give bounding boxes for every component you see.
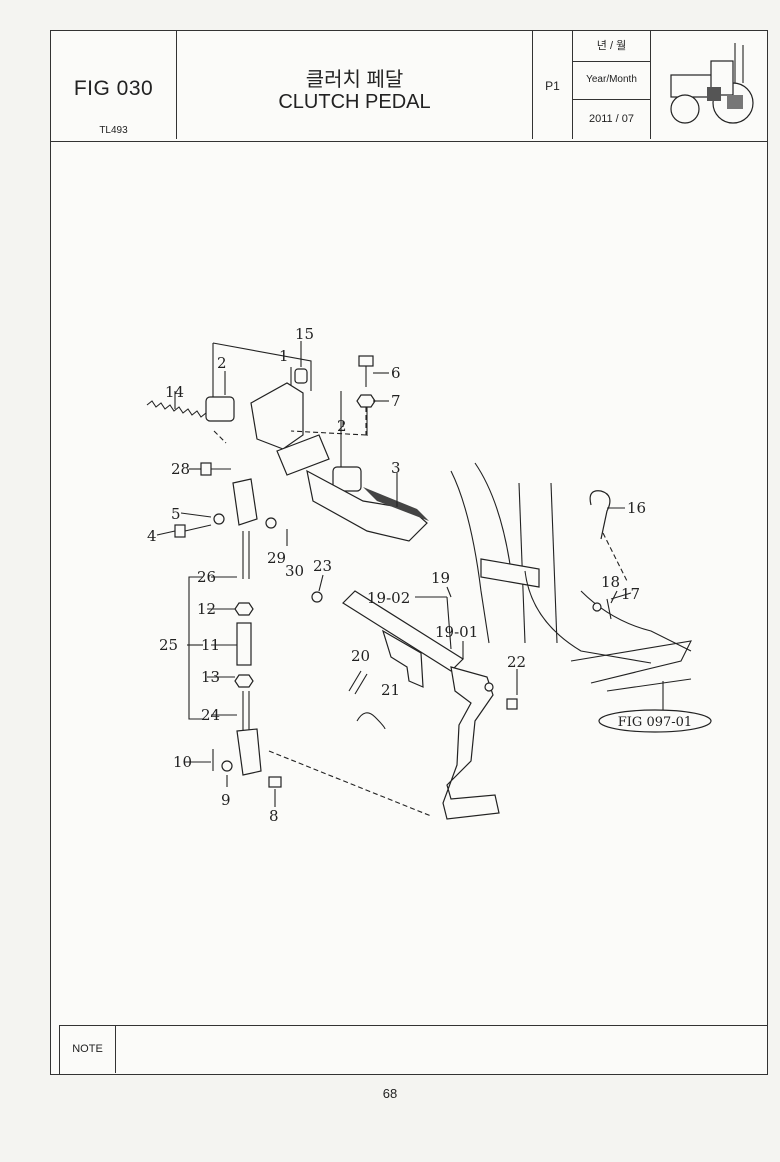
page-frame: FIG 030 TL493 클러치 페달 CLUTCH PEDAL P1 년 /… [50, 30, 768, 1075]
reference-label: FIG 097-01 [618, 715, 692, 730]
callout-21: 21 [381, 681, 400, 699]
page-code-cell: P1 [533, 31, 573, 139]
callout-2-lower: 2 [337, 417, 347, 435]
clevis-part [236, 728, 262, 776]
callout-26: 26 [197, 568, 216, 586]
callout-19-02: 19-02 [367, 589, 410, 607]
fig-cell: FIG 030 TL493 [51, 31, 177, 139]
title-cell: 클러치 페달 CLUTCH PEDAL [177, 31, 533, 139]
bushing-part [205, 396, 235, 422]
pin-part [294, 368, 308, 384]
callout-3: 3 [391, 459, 401, 477]
title-korean: 클러치 페달 [305, 69, 404, 91]
pedal-bracket-part [250, 382, 304, 450]
page-number: 68 [382, 1086, 398, 1101]
nut-part [356, 394, 376, 408]
date-label-korean: 년 / 월 [573, 31, 650, 62]
callout-19: 19 [431, 569, 450, 587]
callout-25: 25 [159, 636, 178, 654]
callout-29: 29 [267, 549, 286, 567]
callout-11: 11 [201, 636, 220, 654]
callout-30: 30 [285, 562, 304, 580]
pedal-tread-part [363, 487, 429, 521]
callout-22: 22 [507, 653, 526, 671]
callout-24: 24 [201, 706, 220, 724]
callout-2: 2 [217, 354, 227, 372]
callout-18: 18 [601, 573, 620, 591]
callout-14: 14 [165, 383, 184, 401]
rod-end-part [232, 478, 258, 526]
callout-5: 5 [171, 505, 181, 523]
date-label-english: Year/Month [573, 61, 650, 100]
tractor-thumbnail-icon [670, 43, 754, 124]
callout-4: 4 [147, 527, 157, 545]
tractor-thumbnail-cell [651, 31, 767, 139]
turnbuckle-part [236, 622, 252, 666]
bushing-part [332, 466, 362, 492]
fig-number: FIG 030 [73, 77, 154, 100]
pedal-pad-part [306, 469, 428, 542]
page-code: P1 [545, 79, 560, 93]
model-code: TL493 [99, 125, 128, 136]
callout-23: 23 [313, 557, 332, 575]
callout-1: 1 [279, 347, 289, 365]
callout-7: 7 [391, 392, 401, 410]
callout-12: 12 [197, 600, 216, 618]
callout-6: 6 [391, 364, 401, 382]
title-block: FIG 030 TL493 클러치 페달 CLUTCH PEDAL P1 년 /… [51, 31, 767, 142]
date-value: 2011 / 07 [588, 113, 635, 125]
bolt-head-part [358, 355, 374, 367]
shaft-tube-part [276, 434, 330, 476]
spring-part [146, 400, 227, 444]
note-box: NOTE [59, 1025, 768, 1075]
callout-20: 20 [351, 647, 370, 665]
release-fork-part [381, 629, 424, 688]
date-cell: 년 / 월 Year/Month 2011 / 07 [573, 31, 651, 139]
callout-13: 13 [201, 668, 220, 686]
callout-19-01: 19-01 [435, 623, 478, 641]
callout-28: 28 [171, 460, 190, 478]
callout-17: 17 [621, 585, 640, 603]
clutch-lever-part [442, 666, 500, 820]
callout-9: 9 [221, 791, 231, 809]
reference-bubble [598, 709, 712, 733]
title-english: CLUTCH PEDAL [278, 91, 431, 113]
callout-16: 16 [627, 499, 646, 517]
note-label: NOTE [60, 1026, 116, 1073]
exploded-parts-diagram: 15 1 2 2 6 7 3 14 28 5 4 29 30 23 26 12 … [146, 325, 712, 825]
callout-15: 15 [295, 325, 314, 343]
callout-10: 10 [173, 753, 192, 771]
callout-8: 8 [269, 807, 279, 825]
